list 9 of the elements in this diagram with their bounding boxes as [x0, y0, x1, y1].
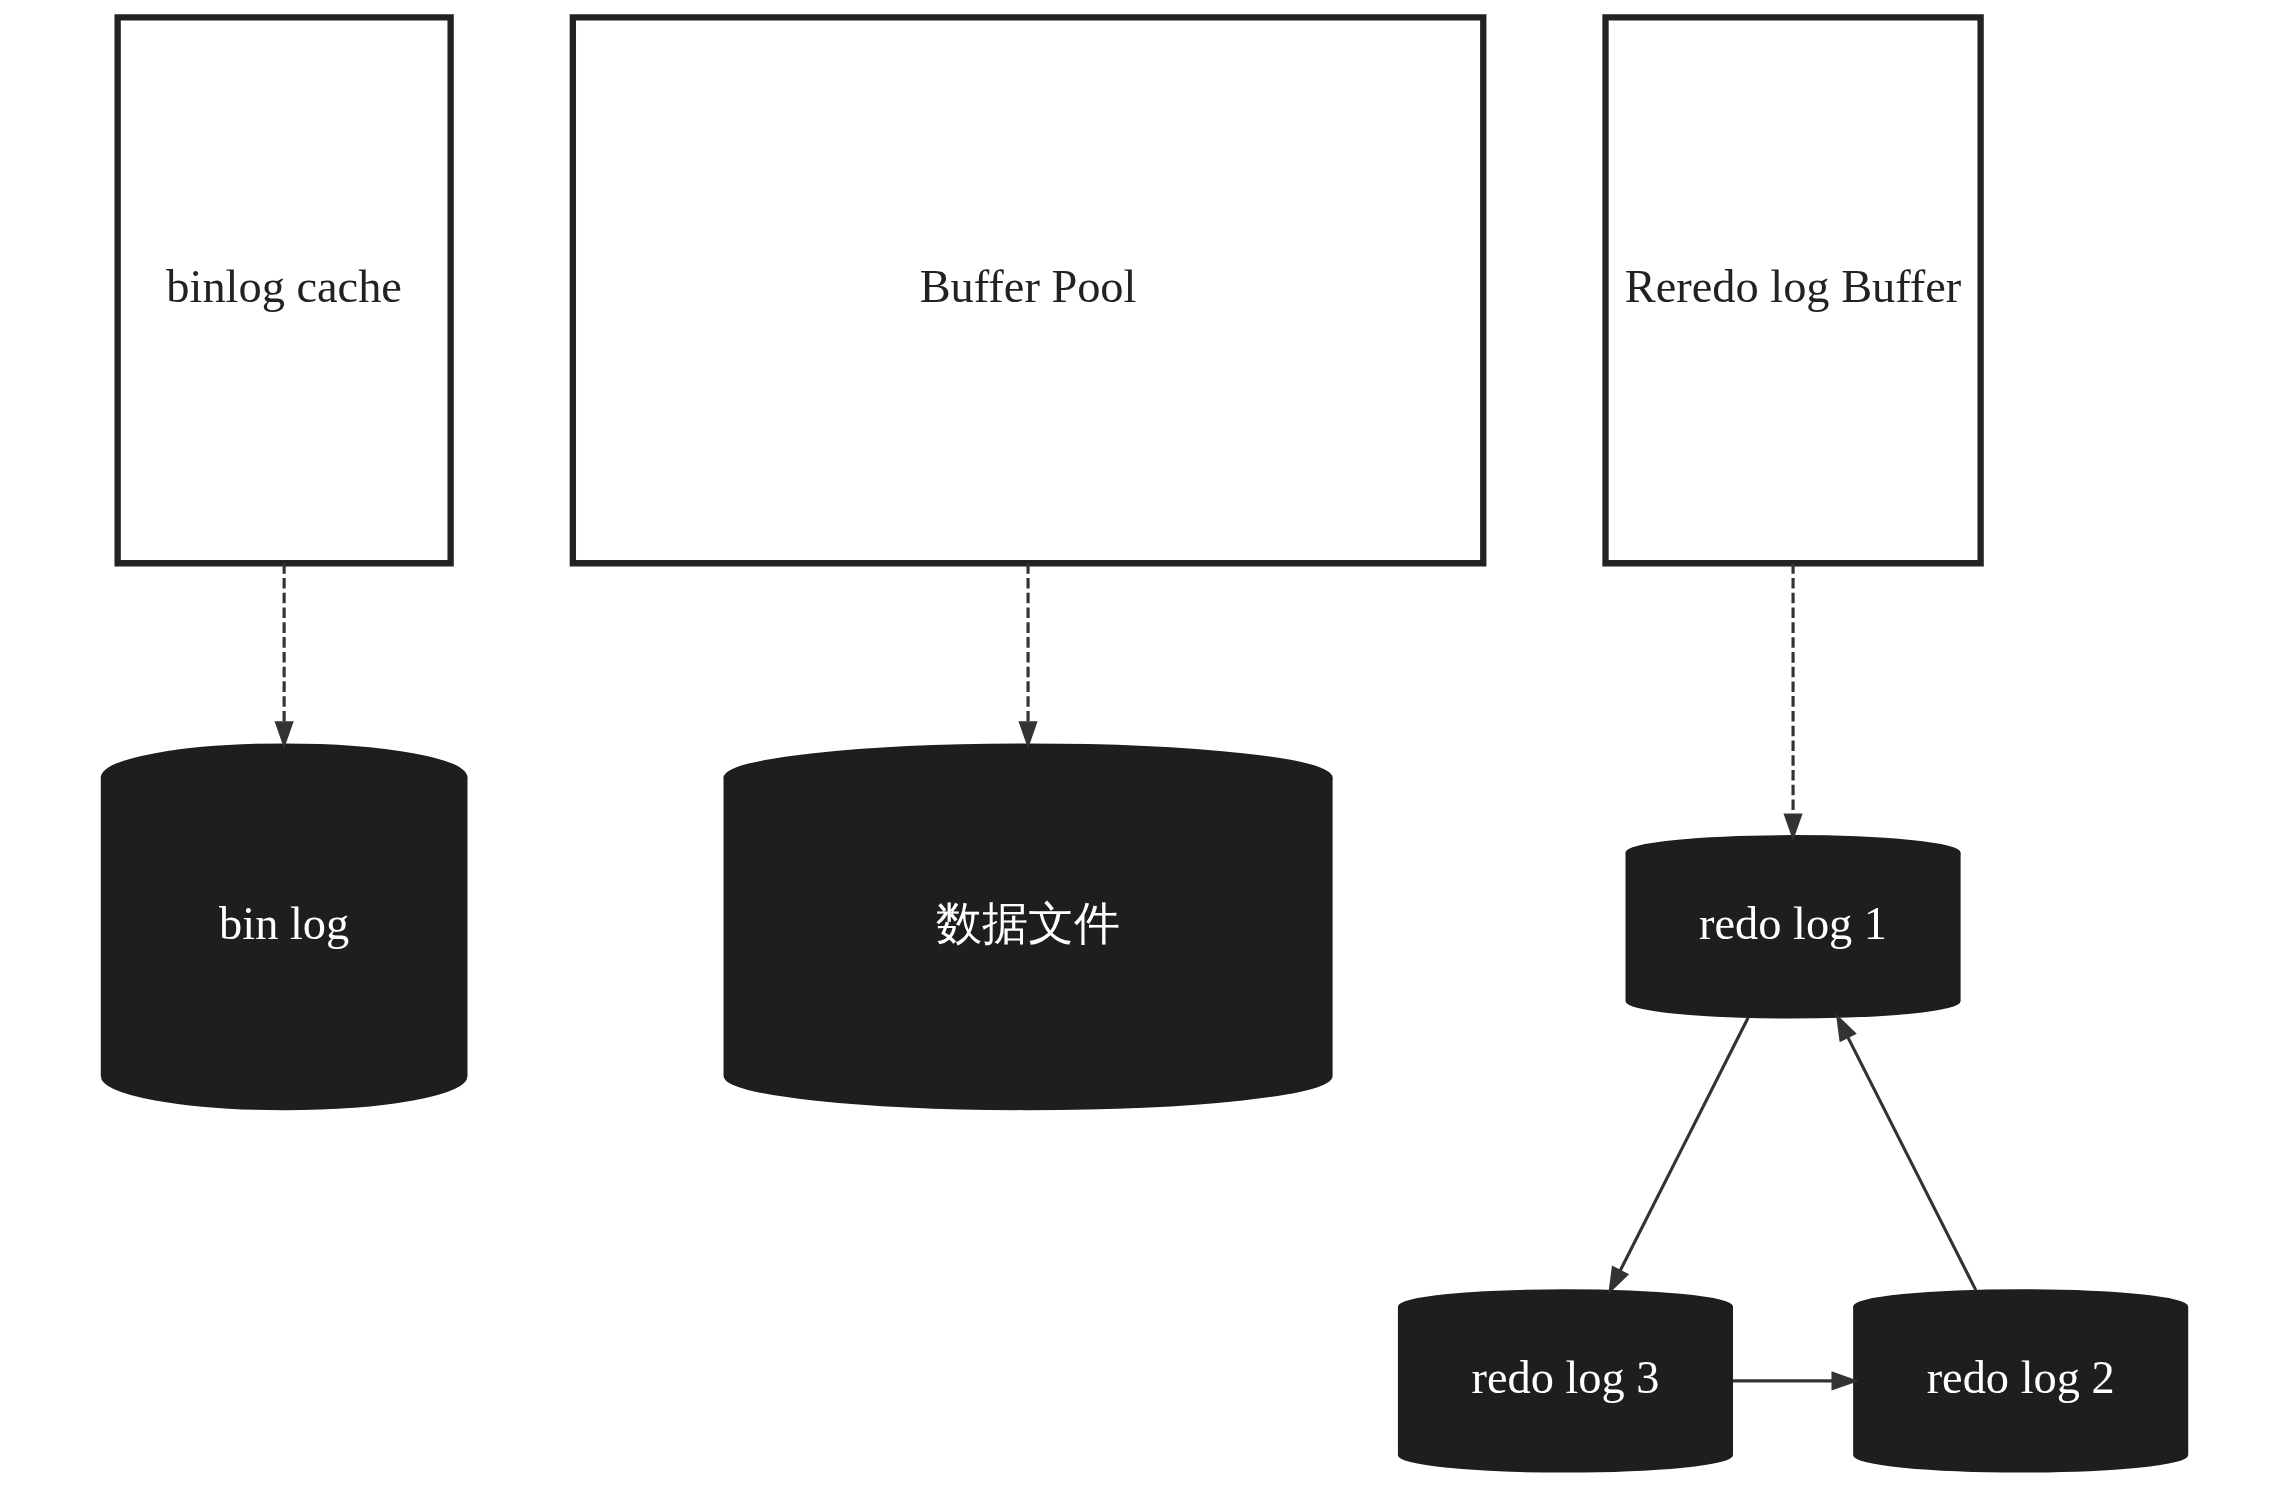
node-box: binlog cache: [114, 13, 454, 566]
arrow: [1782, 562, 1803, 841]
node-box: Buffer Pool: [569, 13, 1486, 566]
arrow: [1607, 1016, 1749, 1294]
arrow: [1835, 1013, 1977, 1291]
arrow: [1017, 562, 1038, 749]
node-box: Reredo log Buffer: [1601, 13, 1984, 566]
arrow: [274, 562, 294, 749]
arrow: [1732, 1370, 1859, 1391]
